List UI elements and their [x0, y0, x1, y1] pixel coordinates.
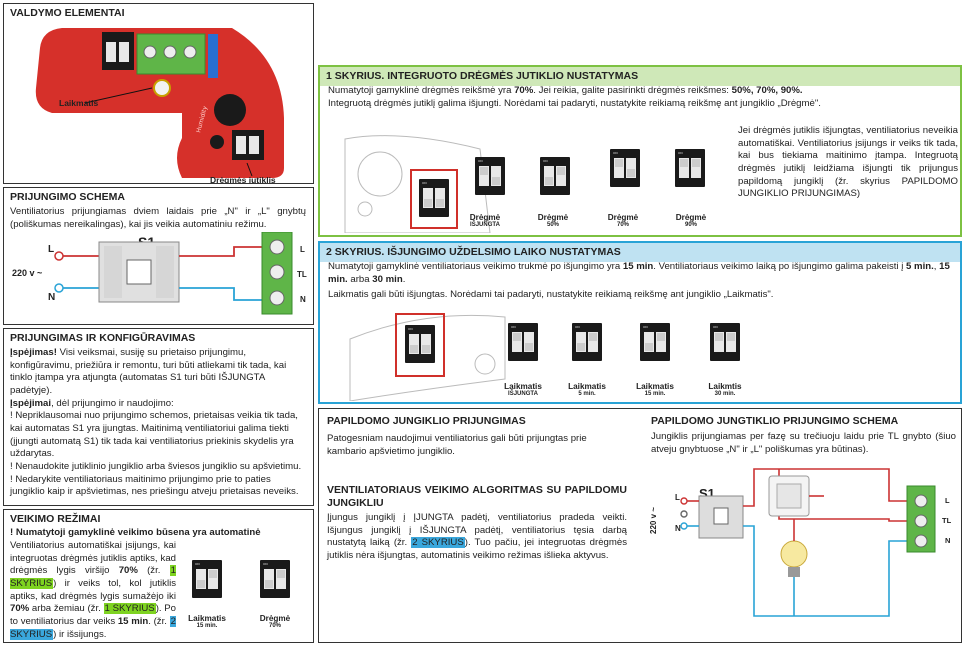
chapter2-link-3[interactable]: 2 SKYRIUS	[411, 537, 465, 549]
wiring-title: PRIJUNGIMO SCHEMA	[10, 191, 125, 203]
warning-item-1: ! Nepriklausomai nuo prijungimo schemos,…	[10, 410, 298, 460]
chapter2-highlight-frame	[395, 313, 445, 377]
humidity-switch-50b: ON	[610, 149, 640, 187]
warning2-label: Įspėjimai	[10, 397, 52, 409]
humidity-switch-70: ON	[540, 157, 570, 195]
terminal-TL-label: TL	[297, 270, 307, 279]
chapter1-title: 1 SKYRIUS. INTEGRUOTO DRĖGMĖS JUTIKLIO N…	[320, 67, 960, 86]
warning-item-2: ! Nenaudokite jutiklinio jungiklio arba …	[10, 460, 302, 472]
controls-title: VALDYMO ELEMENTAI	[10, 7, 125, 19]
timer-switch-5: ON	[508, 323, 538, 361]
terminal-L-label: L	[300, 245, 305, 254]
chapter1-highlight-frame	[410, 169, 458, 229]
timer-switch-15b: ON	[640, 323, 670, 361]
wiring-text: Ventiliatorius prijungiamas dviem laidai…	[10, 206, 306, 230]
mode-panel: VEIKIMO REŽIMAI ! Numatytoji gamyklinė v…	[3, 509, 314, 643]
dip-switch-timer-15: ON	[192, 560, 222, 598]
wire-N-label: N	[48, 292, 56, 303]
extra-text-1: Patogesniam naudojimui ventiliatorius ga…	[327, 433, 587, 457]
chapter1-side-note: Jei drėgmės jutiklis išjungtas, ventilia…	[738, 125, 958, 200]
extra-title: PAPILDOMO JUNGIKLIO PRIJUNGIMAS	[327, 415, 526, 427]
schema-voltage-label: 220 v ~	[649, 507, 658, 534]
warning2-text: , dėl prijungimo ir naudojimo:	[51, 397, 174, 409]
algorithm-text: Įjungus jungiklį į ĮJUNGTA padėtį, venti…	[327, 512, 627, 561]
dip-switch-humidity-70: ON	[260, 560, 290, 598]
config-body: Įspėjimas! Visi veiksmai, susiję su prie…	[10, 347, 308, 499]
chapter2-board-sketch	[349, 314, 506, 401]
schema-L-label: L	[675, 493, 680, 502]
chapter1-text-2: Integruotą drėgmės jutiklį galima išjung…	[328, 98, 821, 109]
schema-diagram	[680, 468, 936, 617]
config-title: PRIJUNGIMAS IR KONFIGŪRAVIMAS	[10, 332, 196, 344]
wiring-diagram	[54, 232, 293, 315]
config-panel: PRIJUNGIMAS IR KONFIGŪRAVIMAS Įspėjimas!…	[3, 328, 314, 506]
humidity-switch-50: ON	[475, 157, 505, 195]
schema-N-label: N	[675, 524, 681, 533]
warning1-text: Visi veiksmai, susiję su prietaiso priju…	[10, 347, 287, 396]
mode-title: VEIKIMO REŽIMAI	[10, 513, 101, 525]
chapter1-text-1: Numatytoji gamyklinė drėgmės reikšmė yra…	[328, 85, 803, 96]
chapter1-link-2[interactable]: 1 SKYRIUS	[103, 603, 156, 615]
algorithm-title: VENTILIATORIAUS VEIKIMO ALGORITMAS SU PA…	[327, 484, 627, 509]
chapter2-text-1: Numatytoji gamyklinė ventiliatoriaus vei…	[328, 261, 950, 285]
wiring-panel: PRIJUNGIMO SCHEMA Ventiliatorius prijung…	[3, 187, 314, 325]
schema-text: Jungiklis prijungiamas per fazę su treči…	[651, 431, 956, 455]
warning-item-3: ! Nedarykite ventiliatoriaus maitinimo p…	[10, 473, 299, 498]
chapter2-text-2: Laikmatis gali būti išjungtas. Norėdami …	[328, 289, 774, 300]
schema-terminal-TL: TL	[942, 516, 952, 525]
terminal-N-label: N	[300, 295, 306, 304]
schema-terminal-L: L	[945, 496, 950, 505]
voltage-label: 220 v ~	[12, 268, 43, 278]
chapter2-panel: 2 SKYRIUS. IŠJUNGIMO UŽDELSIMO LAIKO NUS…	[318, 241, 962, 404]
mode-subtitle: ! Numatytoji gamyklinė veikimo būsena yr…	[10, 527, 261, 538]
controls-panel: VALDYMO ELEMENTAI Humidity Laikmatis Drė…	[3, 3, 314, 184]
pcb-illustration: Humidity	[35, 28, 284, 178]
chapter1-panel: 1 SKYRIUS. INTEGRUOTO DRĖGMĖS JUTIKLIO N…	[318, 65, 962, 237]
mode-text: Ventiliatorius automatiškai įsijungs, ka…	[10, 540, 176, 640]
timer-switch-off: ON	[405, 325, 435, 363]
humidity-switch-90: ON	[675, 149, 705, 187]
humidity-switch-off: ON	[419, 179, 449, 217]
warning1-label: Įspėjimas!	[10, 347, 57, 358]
schema-title: PAPILDOMO JUNGTIKLIO PRIJUNGIMO SCHEMA	[651, 415, 899, 427]
timer-switch-30: ON	[710, 323, 740, 361]
humidity-sensor-label: Drėgmės jutiklis	[210, 175, 276, 184]
chapter2-title: 2 SKYRIUS. IŠJUNGIMO UŽDELSIMO LAIKO NUS…	[320, 243, 960, 262]
extra-switch-panel: PAPILDOMO JUNGIKLIO PRIJUNGIMAS Patogesn…	[318, 408, 962, 643]
schema-terminal-N: N	[945, 536, 951, 545]
wire-L-label: L	[48, 244, 55, 255]
timer-label: Laikmatis	[59, 98, 99, 108]
timer-switch-15: ON	[572, 323, 602, 361]
